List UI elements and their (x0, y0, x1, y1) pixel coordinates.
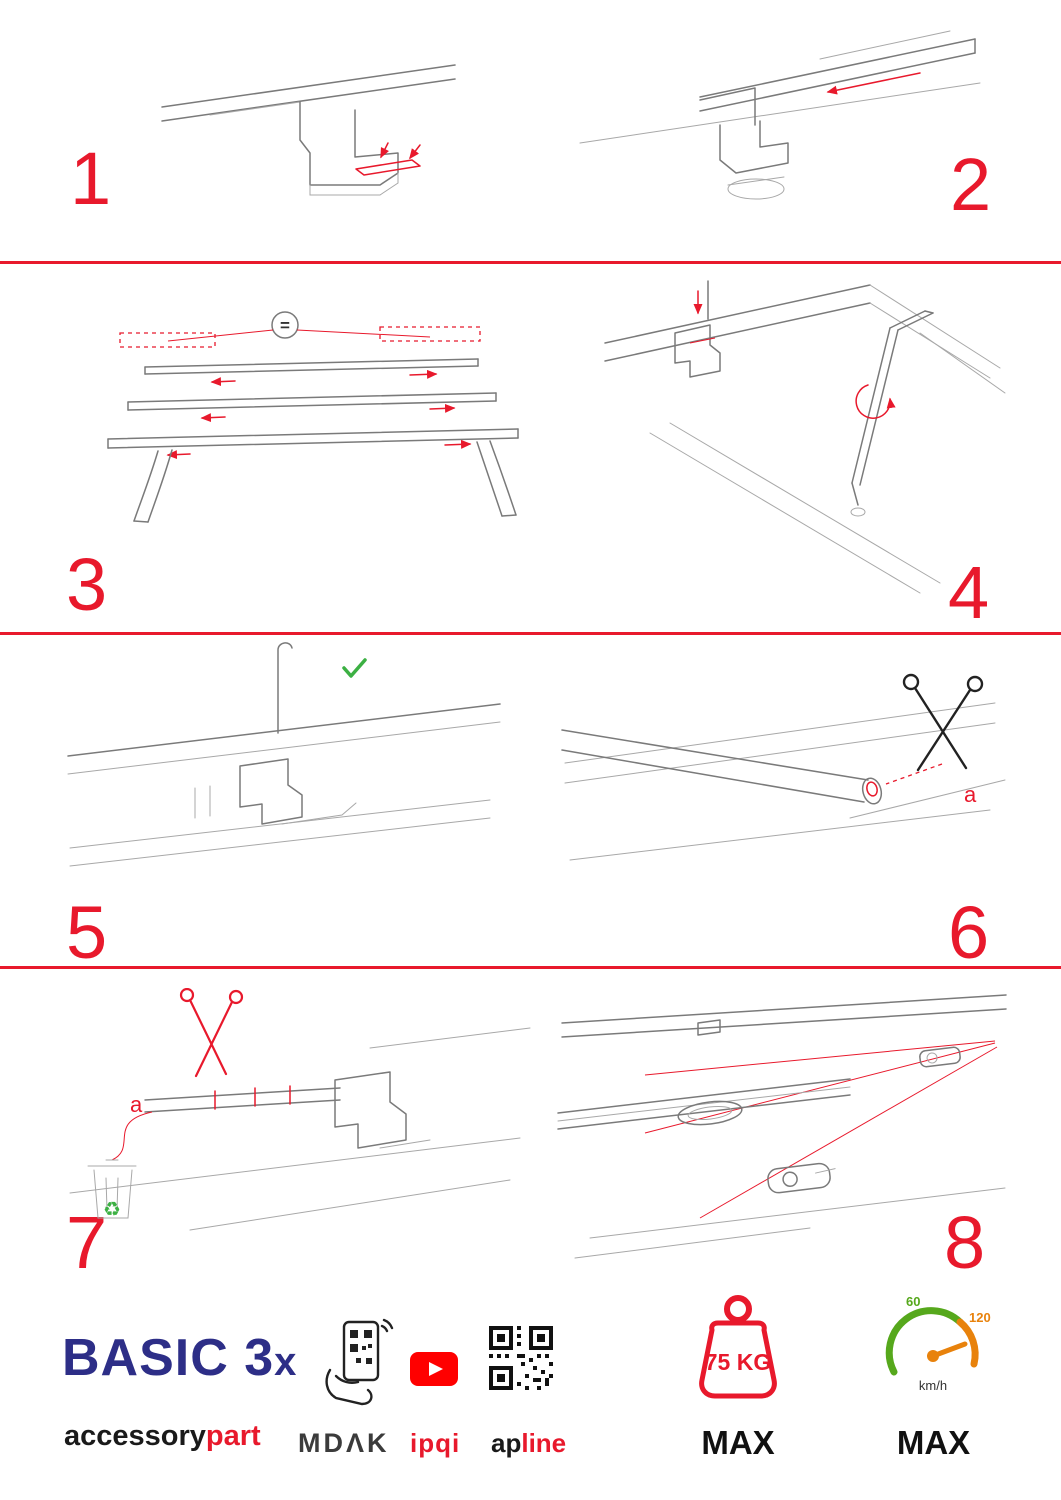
step-5-drawing (67, 642, 501, 867)
speed-low-label: 60 (906, 1294, 920, 1309)
speedometer-icon: 60 120 km/h (885, 1294, 991, 1393)
checkmark-icon (342, 658, 367, 678)
speed-max-label: MAX (896, 1424, 971, 1461)
brand-logo-basic: BASIC 3x (62, 1332, 297, 1384)
step-4-drawing (604, 280, 1006, 594)
step-5-number: 5 (66, 891, 108, 974)
step-8-number: 8 (944, 1201, 986, 1284)
qr-code-icon (489, 1326, 553, 1390)
step-2-number: 2 (950, 143, 992, 226)
brand-logo-basic-text: BASIC 3 (62, 1329, 275, 1387)
step-1-drawing (161, 64, 456, 196)
speed-high-label: 120 (969, 1310, 991, 1325)
equals-label: = (280, 316, 290, 335)
brand-logo-basic-x: x (274, 1340, 298, 1384)
label-a: a (130, 1092, 143, 1117)
step-7-drawing: a ♻ (69, 988, 531, 1231)
recycle-icon: ♻ (103, 1199, 121, 1221)
youtube-icon (410, 1352, 458, 1386)
section-divider-3 (0, 966, 1061, 969)
section-divider-1 (0, 261, 1061, 264)
step-4-number: 4 (948, 551, 990, 634)
weight-max-label: MAX (701, 1424, 775, 1461)
scissors-icon (179, 988, 244, 1078)
equals-badge (271, 311, 299, 339)
brand-ipqi: ipqi (410, 1428, 461, 1458)
brand-line-text: line (521, 1428, 567, 1458)
weight-icon: 75 KG (699, 1295, 777, 1399)
step-1-number: 1 (70, 137, 112, 220)
label-a: a (964, 782, 977, 807)
step-6-drawing: a (561, 673, 1006, 861)
step-2-drawing (579, 30, 981, 200)
scissors-icon (902, 673, 984, 772)
speed-unit-label: km/h (919, 1378, 947, 1393)
brand-accessory-text: accessory (64, 1420, 206, 1452)
trash-bin-icon (87, 1159, 137, 1219)
step-3-drawing: = (107, 311, 519, 523)
brand-part-text: part (205, 1420, 261, 1452)
section-divider-2 (0, 632, 1061, 635)
step-3-number: 3 (66, 543, 108, 626)
brand-mdak: MDΛK (298, 1428, 390, 1458)
brand-accessorypart: accessorypart (64, 1420, 261, 1453)
step-6-number: 6 (948, 891, 990, 974)
brand-ap-text: ap (491, 1428, 522, 1458)
step-8-drawing (557, 994, 1007, 1259)
weight-value: 75 KG (705, 1349, 771, 1375)
brand-apline: apline (491, 1428, 566, 1459)
phone-scan-icon (325, 1318, 394, 1406)
